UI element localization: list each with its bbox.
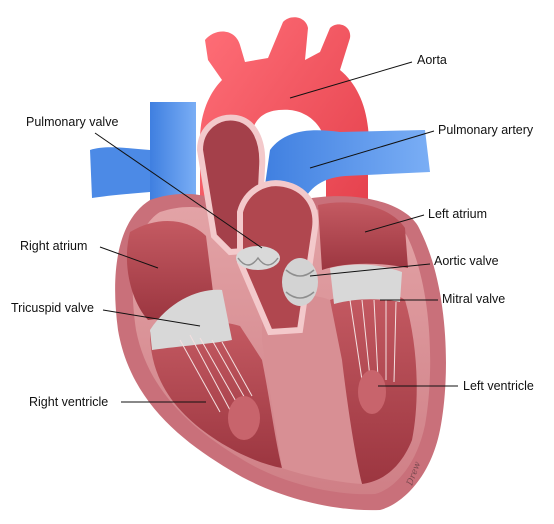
leader-right-atrium <box>99 246 159 269</box>
label-mitral-valve: Mitral valve <box>442 292 505 306</box>
leader-pulmonary-valve <box>94 132 263 249</box>
vena-cava-branch <box>90 147 150 198</box>
label-left-atrium: Left atrium <box>428 207 487 221</box>
label-pulmonary-artery: Pulmonary artery <box>438 123 534 137</box>
label-tricuspid-valve: Tricuspid valve <box>11 301 94 315</box>
pulmonary-valve-shape <box>236 246 280 270</box>
aortic-valve-shape <box>282 258 318 306</box>
leader-lines <box>94 61 458 403</box>
label-aortic-valve: Aortic valve <box>434 254 499 268</box>
leader-left-atrium <box>364 214 425 233</box>
label-aorta: Aorta <box>417 53 447 67</box>
tricuspid-valve-shape <box>150 289 232 350</box>
label-right-atrium: Right atrium <box>20 239 87 253</box>
superior-vena-cava <box>150 102 196 222</box>
leader-tricuspid-valve <box>102 309 201 327</box>
left-atrium-chamber <box>318 202 408 270</box>
label-left-ventricle: Left ventricle <box>463 379 534 393</box>
leader-aorta <box>289 61 413 99</box>
mitral-valve-shape <box>330 264 402 304</box>
papillary-muscles <box>228 370 386 440</box>
chordae-tendineae <box>179 299 397 413</box>
label-right-ventricle: Right ventricle <box>29 395 108 409</box>
leader-pulmonary-artery <box>309 130 435 169</box>
label-pulmonary-valve: Pulmonary valve <box>26 115 118 129</box>
septum <box>262 295 362 484</box>
leader-aortic-valve <box>309 263 431 277</box>
